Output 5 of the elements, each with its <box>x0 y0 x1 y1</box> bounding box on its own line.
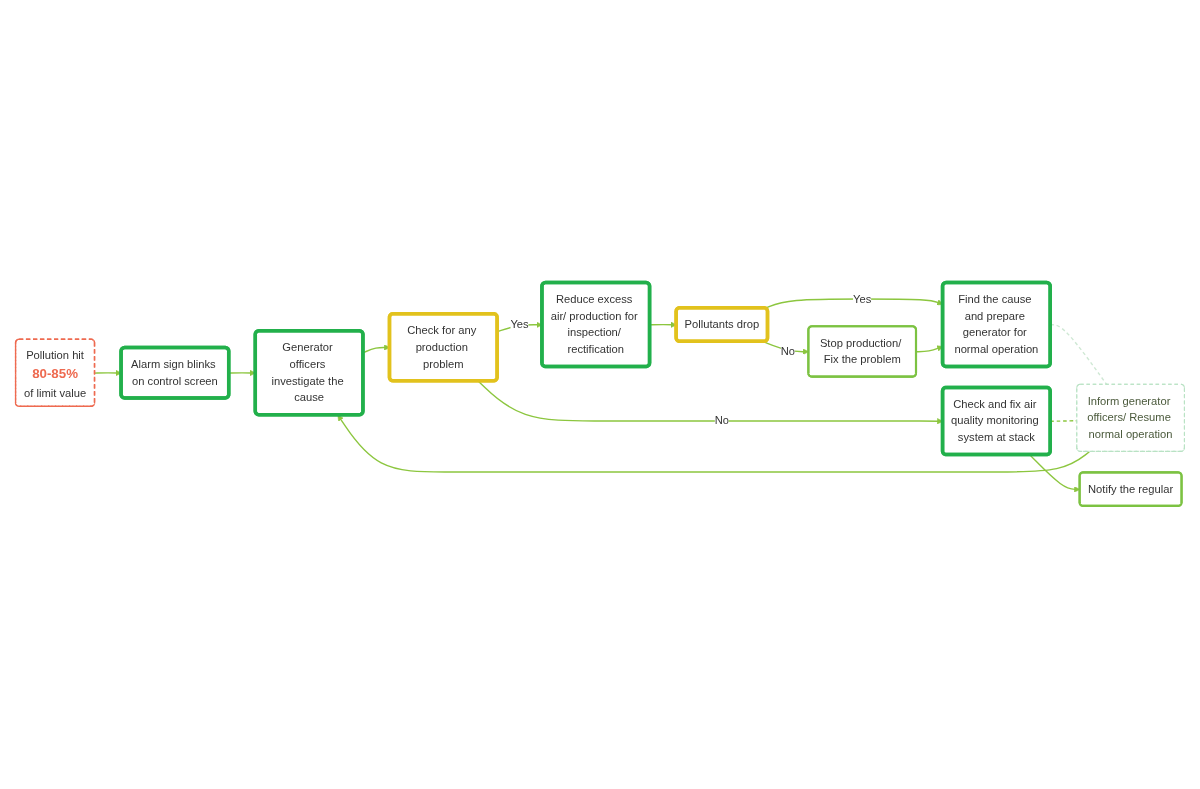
arrow <box>337 415 1091 473</box>
edge-label: Yes <box>510 318 529 331</box>
connector <box>1049 324 1108 386</box>
edge-label: Yes <box>853 292 872 305</box>
edge-label: No <box>714 414 729 427</box>
